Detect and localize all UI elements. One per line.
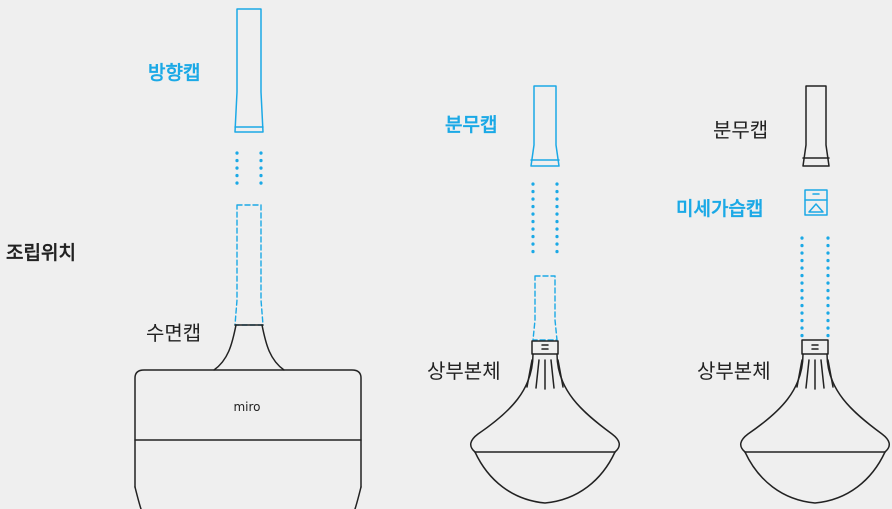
guide-dots-2 [531, 182, 559, 257]
spray-cap-part-1 [530, 85, 560, 167]
water-surface-cap-part [213, 324, 285, 371]
guide-dots-1 [235, 151, 263, 190]
brand-logo: miro [233, 400, 260, 414]
spray-cap-label-2: 분무캡 [713, 118, 769, 142]
fine-humidifier-cap-part [804, 189, 828, 216]
water-tank-body [134, 369, 362, 509]
assembly-position-label: 조립위치 [6, 242, 76, 264]
upper-body-part-1 [470, 340, 620, 504]
spray-cap-label-1: 분무캡 [445, 114, 498, 136]
directional-cap-label: 방향캡 [148, 62, 201, 84]
cap-outline-dashed-1 [234, 204, 264, 326]
cap-outline-dashed-2 [532, 275, 558, 341]
water-surface-cap-label: 수면캡 [146, 321, 202, 345]
upper-body-label-1: 상부본체 [427, 359, 501, 383]
directional-cap-part [234, 8, 264, 133]
spray-cap-part-2 [802, 85, 830, 167]
guide-dots-3 [800, 236, 830, 338]
upper-body-part-2 [740, 339, 890, 504]
fine-humidifier-cap-label: 미세가습캡 [676, 198, 764, 220]
upper-body-label-2: 상부본체 [697, 359, 771, 383]
